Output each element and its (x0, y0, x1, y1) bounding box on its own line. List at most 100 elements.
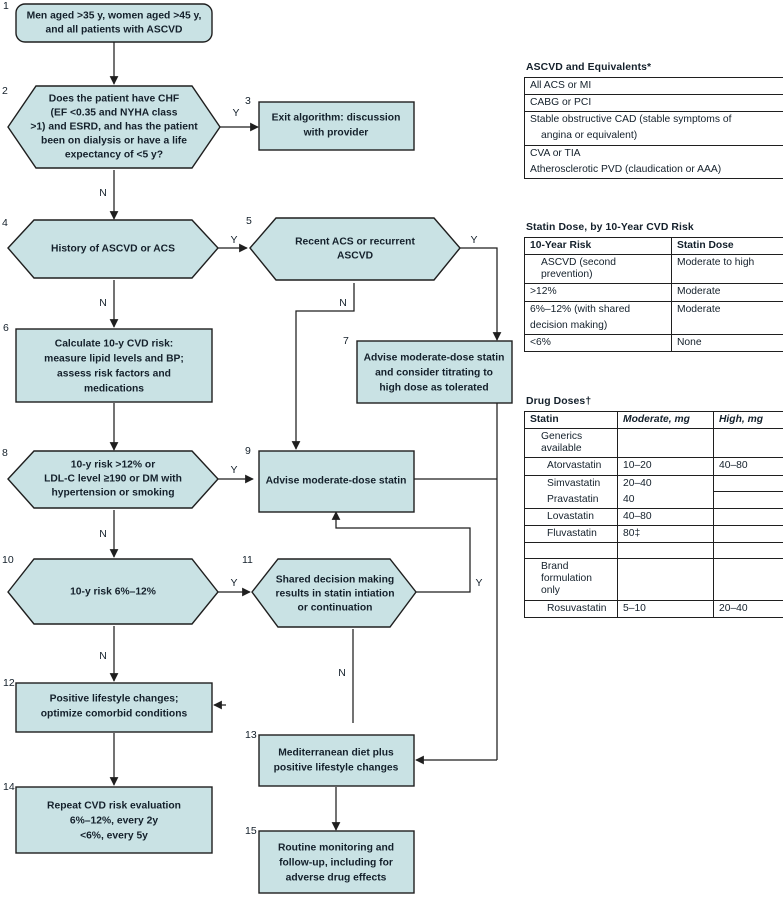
node-4[interactable]: 4 History of ASCVD or ACS (2, 217, 219, 279)
table-row: >12% Moderate (524, 283, 783, 302)
statin-dose-table-caption: Statin Dose, by 10-Year CVD Risk (526, 222, 694, 233)
statin-dose-value-3: None (671, 333, 783, 352)
node-8-line-2: hypertension or smoking (51, 488, 174, 499)
node-15[interactable]: 15 Routine monitoring and follow-up, inc… (245, 825, 415, 894)
table-row: 6%–12% (with shared Moderate (524, 300, 783, 318)
node-5-number: 5 (246, 215, 252, 227)
drug-doses-header-2: High, mg (713, 410, 783, 430)
edge-label-8-no: N (99, 528, 107, 540)
edge-label-5-no: N (339, 297, 347, 309)
node-11-line-1: results in statin intiation (276, 589, 395, 600)
node-3-line-0: Exit algorithm: discussion (272, 113, 401, 124)
edge-11-9 (331, 511, 471, 593)
drug-statin-3: Pravastatin (524, 491, 618, 509)
node-1[interactable]: 1 Men aged >35 y, women aged >45 y, and … (3, 0, 213, 43)
node-2-line-4: expectancy of <5 y? (65, 150, 163, 161)
node-2-number: 2 (2, 85, 8, 97)
node-11-number: 11 (242, 554, 253, 566)
node-14-number: 14 (3, 781, 15, 793)
node-2-line-2: >1) and ESRD, and has the patient (30, 122, 198, 133)
node-2[interactable]: 2 Does the patient have CHF (EF <0.35 an… (2, 85, 221, 169)
ascvd-equivalents-table: All ACS or MI CABG or PCI Stable obstruc… (524, 76, 783, 179)
node-14-line-0: Repeat CVD risk evaluation (47, 801, 181, 812)
table-row: decision making) (524, 317, 783, 335)
statin-dose-table: 10-Year Risk Statin Dose ASCVD (second p… (524, 236, 783, 352)
table-row: Pravastatin 40 (524, 491, 783, 509)
node-7-number: 7 (343, 335, 349, 347)
node-5-line-1: ASCVD (337, 251, 373, 262)
node-6-number: 6 (3, 322, 9, 334)
node-6-line-0: Calculate 10-y CVD risk: (55, 339, 173, 350)
node-9-number: 9 (245, 445, 251, 457)
flowchart-canvas: 1 Men aged >35 y, women aged >45 y, and … (2, 0, 513, 894)
ascvd-row-3: angina or equivalent) (524, 128, 783, 146)
node-4-number: 4 (2, 217, 8, 229)
drug-high-0 (713, 428, 783, 459)
drug-doses-block: Drug Doses† Statin Moderate, mg High, mg… (524, 396, 783, 618)
node-15-line-0: Routine monitoring and (278, 843, 394, 854)
drug-doses-table-caption: Drug Doses† (526, 396, 592, 407)
drug-mod-5: 80‡ (617, 524, 714, 544)
node-14[interactable]: 14 Repeat CVD risk evaluation 6%–12%, ev… (3, 781, 213, 854)
node-3[interactable]: 3 Exit algorithm: discussion with provid… (245, 95, 415, 151)
drug-mod-8: 5–10 (617, 599, 714, 618)
node-1-line-0: Men aged >35 y, women aged >45 y, (27, 11, 202, 22)
node-14-line-2: <6%, every 5y (80, 831, 148, 842)
node-11[interactable]: 11 Shared decision making results in sta… (242, 554, 417, 628)
table-row: Brand formulation only (524, 558, 783, 601)
node-1-number: 1 (3, 0, 9, 12)
node-6[interactable]: 6 Calculate 10-y CVD risk: measure lipid… (3, 322, 213, 403)
node-7[interactable]: 7 Advise moderate-dose statin and consid… (343, 335, 513, 404)
connectors (109, 42, 502, 831)
node-4-line-0: History of ASCVD or ACS (51, 244, 175, 255)
drug-statin-1: Atorvastatin (524, 457, 618, 476)
node-6-line-3: medications (84, 384, 144, 395)
node-10-line-0: 10-y risk 6%–12% (70, 587, 156, 598)
node-8-line-0: 10-y risk >12% or (71, 460, 155, 471)
statin-dose-risk-2b: decision making) (524, 317, 672, 335)
node-8-line-1: LDL-C level ≥190 or DM with (44, 474, 182, 485)
node-3-number: 3 (245, 95, 251, 107)
edge-5-7 (460, 247, 502, 341)
statin-dose-risk-2: 6%–12% (with shared (524, 300, 672, 318)
drug-statin-8: Rosuvastatin (524, 599, 618, 618)
drug-statin-4: Lovastatin (524, 507, 618, 526)
node-8[interactable]: 8 10-y risk >12% or LDL-C level ≥190 or … (2, 447, 219, 509)
drug-mod-7 (617, 558, 714, 601)
table-row: angina or equivalent) (524, 128, 783, 146)
table-row (524, 542, 783, 560)
ascvd-row-2: Stable obstructive CAD (stable symptoms … (524, 111, 783, 129)
node-2-line-1: (EF <0.35 and NYHA class (51, 108, 178, 119)
drug-high-4 (713, 507, 783, 526)
drug-high-8: 20–40 (713, 599, 783, 618)
statin-dose-risk-0: ASCVD (second prevention) (524, 254, 672, 285)
drug-high-2 (713, 474, 783, 493)
node-5[interactable]: 5 Recent ACS or recurrent ASCVD (246, 215, 461, 281)
drug-mod-3: 40 (617, 491, 714, 509)
table-row: Lovastatin 40–80 (524, 507, 783, 526)
node-13[interactable]: 13 Mediterranean diet plus positive life… (245, 729, 415, 787)
drug-mod-4: 40–80 (617, 507, 714, 526)
node-11-line-2: or continuation (298, 603, 373, 614)
node-10[interactable]: 10 10-y risk 6%–12% (2, 554, 219, 625)
drug-doses-header-1: Moderate, mg (617, 410, 714, 430)
node-1-line-1: and all patients with ASCVD (46, 25, 183, 36)
edge-label-4-no: N (99, 297, 107, 309)
drug-statin-5: Fluvastatin (524, 524, 618, 544)
drug-statin-0: Generics available (524, 428, 618, 459)
edge-label-11-no: N (338, 667, 346, 679)
ascvd-row-0: All ACS or MI (524, 76, 783, 96)
edge-label-2-no: N (99, 187, 107, 199)
node-7-line-0: Advise moderate-dose statin (364, 353, 505, 364)
edge-5-9 (291, 283, 355, 450)
edge-label-2-yes: Y (232, 107, 239, 119)
node-12[interactable]: 12 Positive lifestyle changes; optimize … (3, 677, 213, 733)
node-9[interactable]: 9 Advise moderate-dose statin (245, 445, 415, 513)
drug-statin-6 (524, 542, 618, 560)
drug-high-6 (713, 542, 783, 560)
node-12-line-1: optimize comorbid conditions (41, 709, 188, 720)
table-row: CABG or PCI (524, 94, 783, 113)
drug-high-5 (713, 524, 783, 544)
table-header-row: 10-Year Risk Statin Dose (524, 236, 783, 256)
table-row: Simvastatin 20–40 (524, 474, 783, 493)
